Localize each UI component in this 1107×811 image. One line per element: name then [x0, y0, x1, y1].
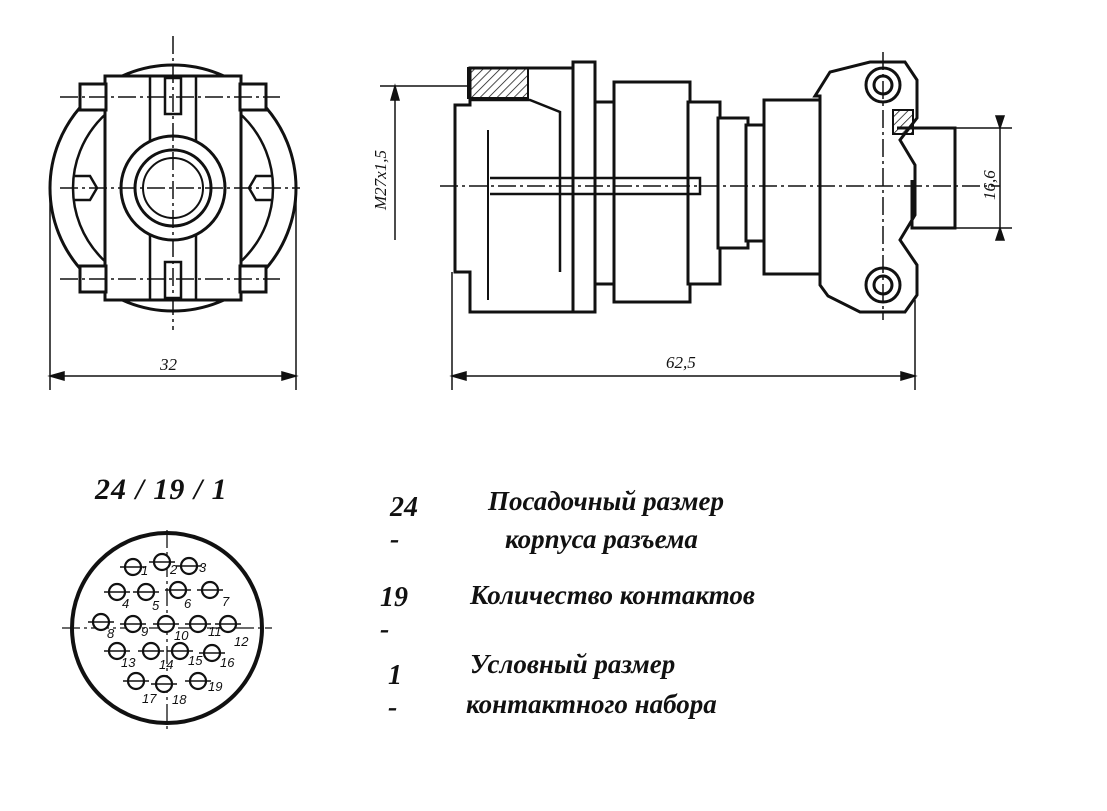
pin-label-7: 7 — [222, 594, 230, 609]
legend-text-24-line2: корпуса разъема — [505, 524, 698, 554]
dimension-width-label: 32 — [159, 355, 178, 374]
pin-label-16: 16 — [220, 655, 235, 670]
legend-key-19: 19 - — [380, 582, 408, 645]
pin-label-17: 17 — [142, 691, 157, 706]
legend-key-24: 24 - — [390, 492, 418, 555]
dimension-thread — [380, 83, 470, 240]
pin-label-18: 18 — [172, 692, 187, 707]
dimension-cable-label: 16,6 — [980, 170, 999, 200]
side-body-2 — [612, 80, 692, 304]
legend-key-1: 1 - — [388, 660, 402, 723]
side-view — [453, 60, 957, 314]
dimension-length — [449, 272, 918, 390]
pin-label-19: 19 — [208, 679, 222, 694]
side-body-4 — [716, 116, 750, 250]
pin-label-11: 11 — [208, 624, 222, 639]
pin-label-4: 4 — [122, 596, 129, 611]
dimension-cable — [955, 115, 1012, 241]
pin-label-6: 6 — [184, 596, 192, 611]
pin-label-14: 14 — [159, 657, 173, 672]
pin-label-10: 10 — [174, 628, 189, 643]
side-flange — [571, 60, 597, 314]
pin-label-3: 3 — [199, 560, 207, 575]
side-body-5 — [744, 123, 766, 243]
pin-label-9: 9 — [141, 624, 148, 639]
pin-label-15: 15 — [188, 653, 203, 668]
pin-label-5: 5 — [152, 598, 160, 613]
dimension-width — [47, 190, 299, 390]
pin-label-8: 8 — [107, 626, 115, 641]
pin-label-2: 2 — [169, 562, 178, 577]
side-clamp — [812, 60, 919, 314]
dimension-thread-label: M27x1,5 — [371, 150, 390, 211]
pin-label-13: 13 — [121, 655, 136, 670]
legend-text-24-line1: Посадочный размер — [488, 486, 724, 516]
pin-label-12: 12 — [234, 634, 249, 649]
legend-text-1-line2: контактного набора — [466, 689, 717, 719]
connector-code-title: 24 / 19 / 1 — [95, 473, 228, 506]
legend-text-19-line1: Количество контактов — [470, 580, 755, 610]
legend-text-1-line1: Условный размер — [470, 649, 676, 679]
dimension-length-label: 62,5 — [666, 353, 696, 372]
pin-label-1: 1 — [141, 563, 148, 578]
